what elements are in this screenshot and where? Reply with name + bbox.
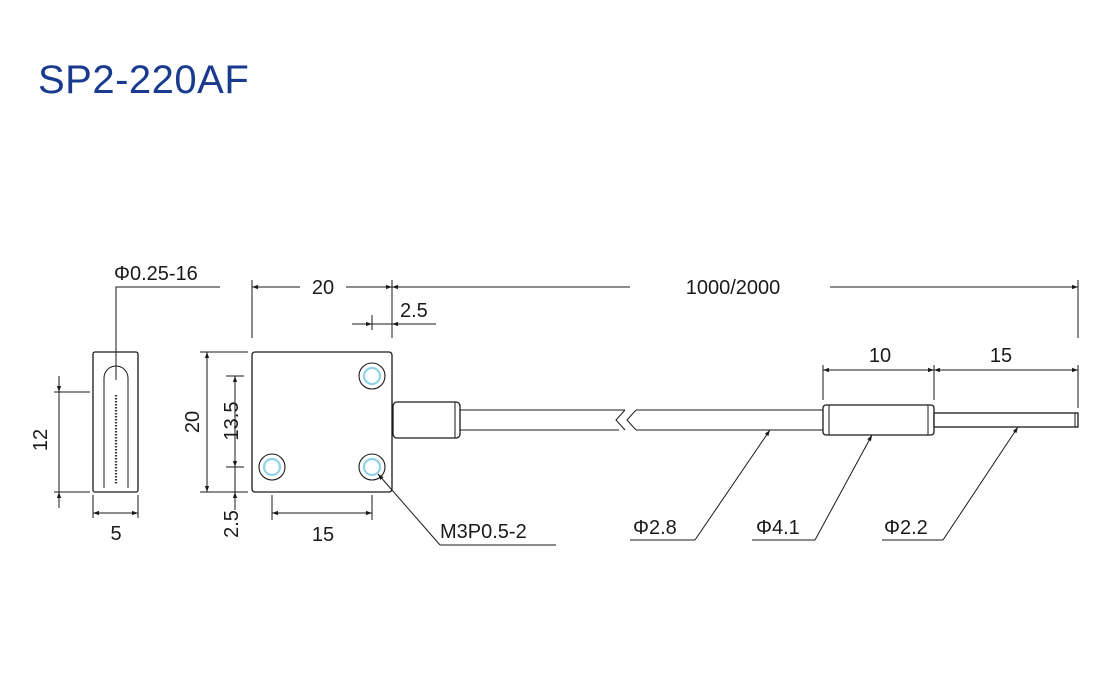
sensor-body [251,351,461,493]
ferrule-dia-label: Φ4.1 [756,517,800,539]
hole-spacing-v-label: 13.5 [221,402,243,441]
end-height-label: 12 [30,429,52,451]
cable-dia-leader [694,429,771,541]
cable-sleeve [392,401,461,439]
fiber-core-label: Φ0.25-16 [114,263,198,285]
page-title: SP2-220AF [38,58,250,102]
fiber-core-leader [115,286,220,380]
screw-label: M3P0.5-2 [440,521,527,543]
sleeve-offset-label: 2.5 [400,300,428,322]
cable-length-label: 1000/2000 [686,277,781,299]
tip-dia-label: Φ2.2 [884,517,928,539]
mounting-hole [358,453,386,481]
body-outline [251,351,393,493]
cable-break [626,409,637,431]
tip [933,412,1079,428]
end-view: Φ0.25-16 12 5 [30,263,220,545]
fiber-cable [460,404,1079,436]
tip-length-label: 15 [990,345,1012,367]
end-width-label: 5 [110,523,121,545]
body-length-label: 20 [312,277,334,299]
hole-margin-label: 2.5 [221,510,243,538]
screw-leader [377,473,441,546]
mounting-hole [358,362,386,390]
cable-dia-label: Φ2.8 [633,517,677,539]
ferrule-dia-leader [814,434,873,541]
body-height-label: 20 [182,411,204,433]
cable-break [615,409,626,431]
ferrule-length-label: 10 [869,345,891,367]
ferrule [822,404,935,436]
tip-dia-leader [942,426,1019,541]
hole-spacing-h-label: 15 [312,524,334,546]
mounting-hole [258,453,286,481]
